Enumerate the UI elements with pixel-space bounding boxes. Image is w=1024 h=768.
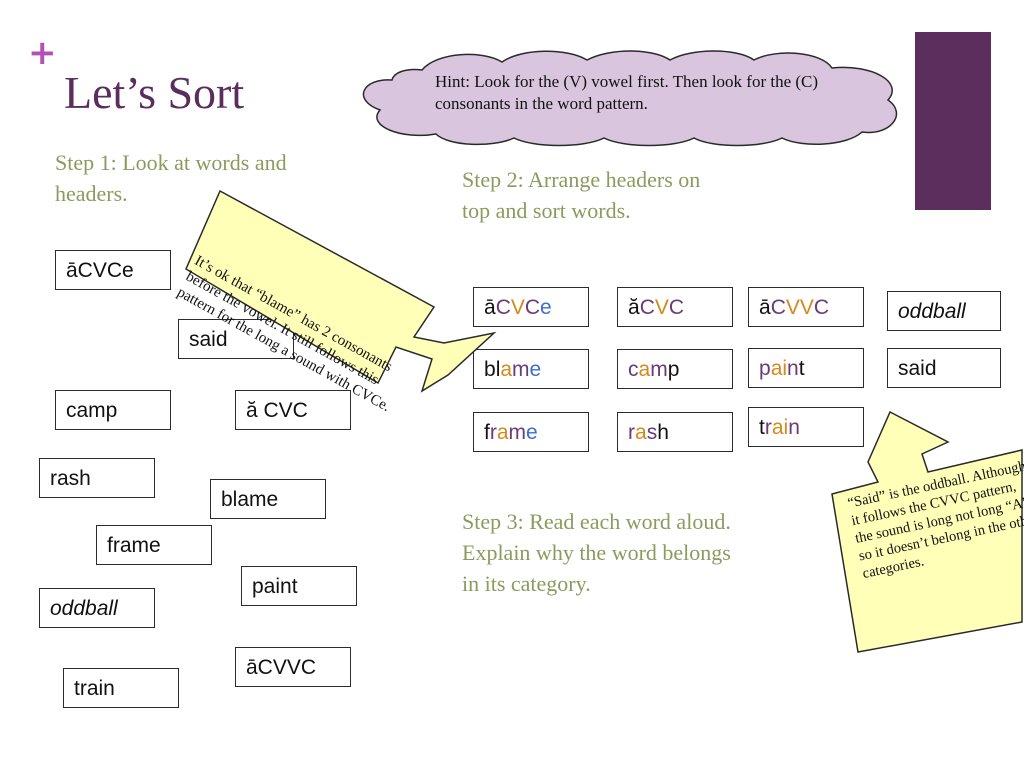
step-1-text: Step 1: Look at words and headers. (55, 150, 287, 206)
letter-segment: C (813, 296, 830, 319)
letter-segment: V (510, 296, 525, 319)
letter-segment: f (484, 421, 490, 444)
card-blame[interactable]: blame (210, 479, 326, 519)
letter-segment: e (529, 358, 542, 381)
letter-segment: e (526, 421, 538, 444)
accent-bar (915, 32, 991, 210)
letter-segment: ā (484, 296, 496, 319)
letter-segment: t (759, 416, 765, 439)
letter-segment: n (788, 416, 800, 439)
letter-segment: e (540, 296, 552, 319)
sorted-rash[interactable]: rash (617, 412, 733, 452)
step-2-text: Step 2: Arrange headers on top and sort … (462, 167, 701, 223)
letter-segment: V (785, 296, 800, 319)
letter-segment: C (495, 296, 511, 319)
plus-icon: + (28, 33, 57, 73)
letter-segment: r (628, 421, 635, 444)
letter-segment: h (657, 421, 669, 444)
blame-callout-arrow (185, 189, 497, 393)
letter-segment: C (668, 296, 685, 319)
letter-segment: m (512, 358, 530, 381)
sorted-frame[interactable]: frame (473, 412, 589, 452)
letter-segment: p (759, 357, 771, 380)
sorted-header-acvc[interactable]: ăCVC (617, 287, 733, 327)
letter-segment: ā (759, 296, 771, 319)
card-oddball-header[interactable]: oddball (39, 588, 155, 628)
sorted-blame[interactable]: blame (473, 349, 589, 389)
sorted-camp[interactable]: camp (617, 349, 733, 389)
letter-segment: a (496, 421, 509, 444)
sorted-paint[interactable]: paint (748, 348, 864, 388)
letter-segment: a (771, 416, 784, 439)
letter-segment: a (500, 358, 513, 381)
letter-segment: C (639, 296, 655, 319)
letter-segment: m (508, 421, 527, 444)
card-acvvc-header[interactable]: āCVVC (235, 647, 351, 687)
card-frame[interactable]: frame (96, 525, 212, 565)
letter-segment: C (770, 296, 786, 319)
card-paint[interactable]: paint (241, 566, 357, 606)
letter-segment: ă (628, 296, 640, 319)
letter-segment: i (782, 357, 788, 380)
letter-segment: p (667, 358, 680, 381)
letter-segment: b (484, 358, 496, 381)
hint-cloud (362, 50, 898, 147)
card-acvce-header[interactable]: āCVCe (55, 250, 171, 290)
card-acvc-header[interactable]: ă CVC (235, 390, 351, 430)
sorted-train[interactable]: train (748, 407, 864, 447)
letter-segment: r (489, 421, 497, 444)
letter-segment: s (646, 421, 658, 444)
slide-title: Let’s Sort (64, 67, 245, 118)
said-callout-arrow (831, 410, 1023, 653)
letter-segment: a (770, 357, 783, 380)
sorted-header-oddball[interactable]: oddball (887, 291, 1001, 331)
letter-segment: C (524, 296, 541, 319)
letter-segment: V (799, 296, 814, 319)
sorted-header-acvce[interactable]: āCVCe (473, 287, 589, 327)
card-camp[interactable]: camp (55, 390, 171, 430)
letter-segment: a (638, 358, 651, 381)
letter-segment: a (635, 421, 647, 444)
letter-segment: c (628, 358, 639, 381)
hint-text: Hint: Look for the (V) vowel first. Then… (435, 72, 819, 113)
sorted-header-acvvc[interactable]: āCVVC (748, 287, 864, 327)
card-train[interactable]: train (63, 668, 179, 708)
card-said[interactable]: said (178, 319, 294, 359)
letter-segment: i (783, 416, 789, 439)
step-3-text: Step 3: Read each word aloud. Explain wh… (462, 509, 731, 596)
letter-segment: t (798, 357, 805, 380)
letter-segment: n (787, 357, 799, 380)
card-rash[interactable]: rash (39, 458, 155, 498)
sorted-said[interactable]: said (887, 348, 1001, 388)
letter-segment: r (764, 416, 772, 439)
letter-segment: m (650, 358, 668, 381)
letter-segment: V (654, 296, 669, 319)
letter-segment: l (495, 358, 501, 381)
